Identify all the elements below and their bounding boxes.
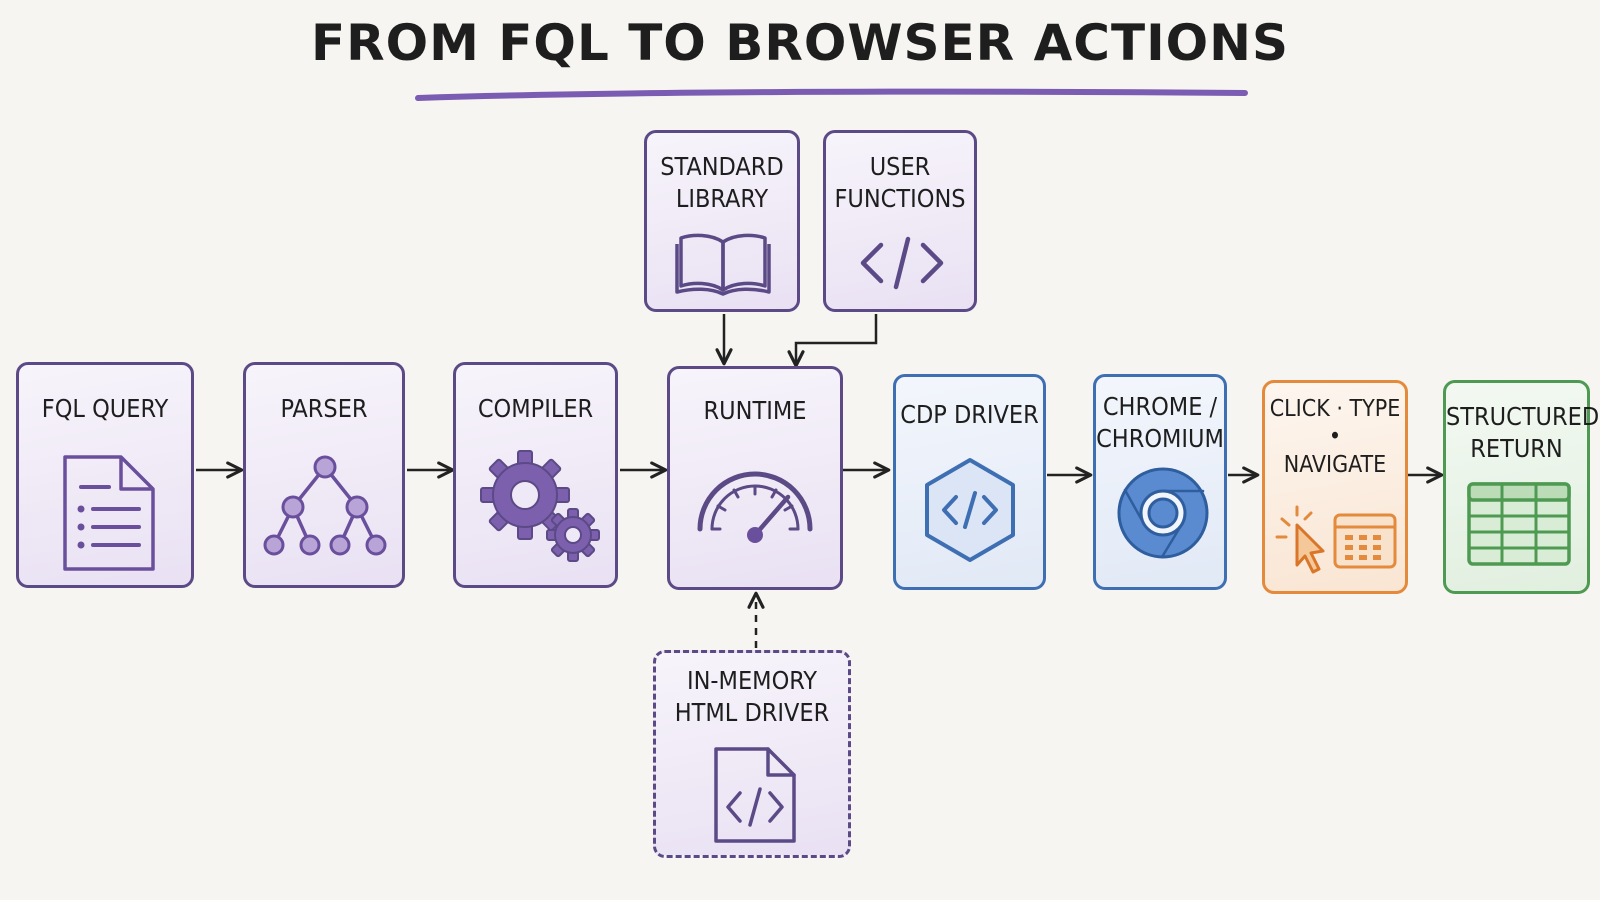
node-runtime: RUNTIME — [667, 366, 843, 590]
table-icon — [1467, 482, 1571, 566]
tree-icon — [263, 455, 387, 556]
node-structured-return: STRUCTURED RETURN — [1443, 380, 1600, 594]
edge-user-functions-to-runtime — [787, 314, 878, 368]
cursor-click-icon — [1275, 505, 1397, 574]
node-runtime-label: RUNTIME — [703, 396, 807, 425]
node-in-memory-html-driver: IN-MEMORY HTML DRIVER — [653, 650, 851, 858]
node-chrome-chromium-label: CHROME / CHROMIUM — [1096, 392, 1224, 453]
code-file-icon — [714, 747, 796, 843]
node-cdp-driver-label: CDP DRIVER — [900, 400, 1039, 429]
diagram-title: FROM FQL TO BROWSER ACTIONS — [310, 14, 1290, 72]
code-icon — [860, 236, 944, 290]
node-compiler-label: COMPILER — [477, 394, 594, 423]
title-underline — [415, 88, 1248, 101]
node-click-type-navigate: CLICK · TYPE • NAVIGATE — [1262, 380, 1408, 594]
node-user-functions: USER FUNCTIONS — [823, 130, 977, 312]
node-fql-query-label: FQL QUERY — [41, 394, 169, 423]
node-structured-return-label: STRUCTURED RETURN — [1446, 402, 1600, 463]
node-standard-library: STANDARD LIBRARY — [644, 130, 800, 312]
gauge-icon — [697, 471, 813, 543]
node-fql-query: FQL QUERY — [16, 362, 194, 588]
node-compiler: COMPILER — [453, 362, 618, 588]
node-user-functions-label: USER FUNCTIONS — [834, 152, 966, 213]
node-click-type-navigate-label: CLICK · TYPE • NAVIGATE — [1269, 396, 1401, 478]
hexagon-code-icon — [925, 458, 1015, 562]
node-cdp-driver: CDP DRIVER — [893, 374, 1046, 590]
node-chrome-chromium: CHROME / CHROMIUM — [1093, 374, 1227, 590]
chrome-icon — [1117, 467, 1209, 559]
node-in-memory-html-driver-label: IN-MEMORY HTML DRIVER — [674, 666, 830, 727]
gears-icon — [480, 450, 600, 562]
node-standard-library-label: STANDARD LIBRARY — [660, 152, 784, 213]
document-list-icon — [63, 455, 155, 571]
book-icon — [675, 233, 771, 296]
node-parser: PARSER — [243, 362, 405, 588]
node-parser-label: PARSER — [280, 394, 368, 423]
